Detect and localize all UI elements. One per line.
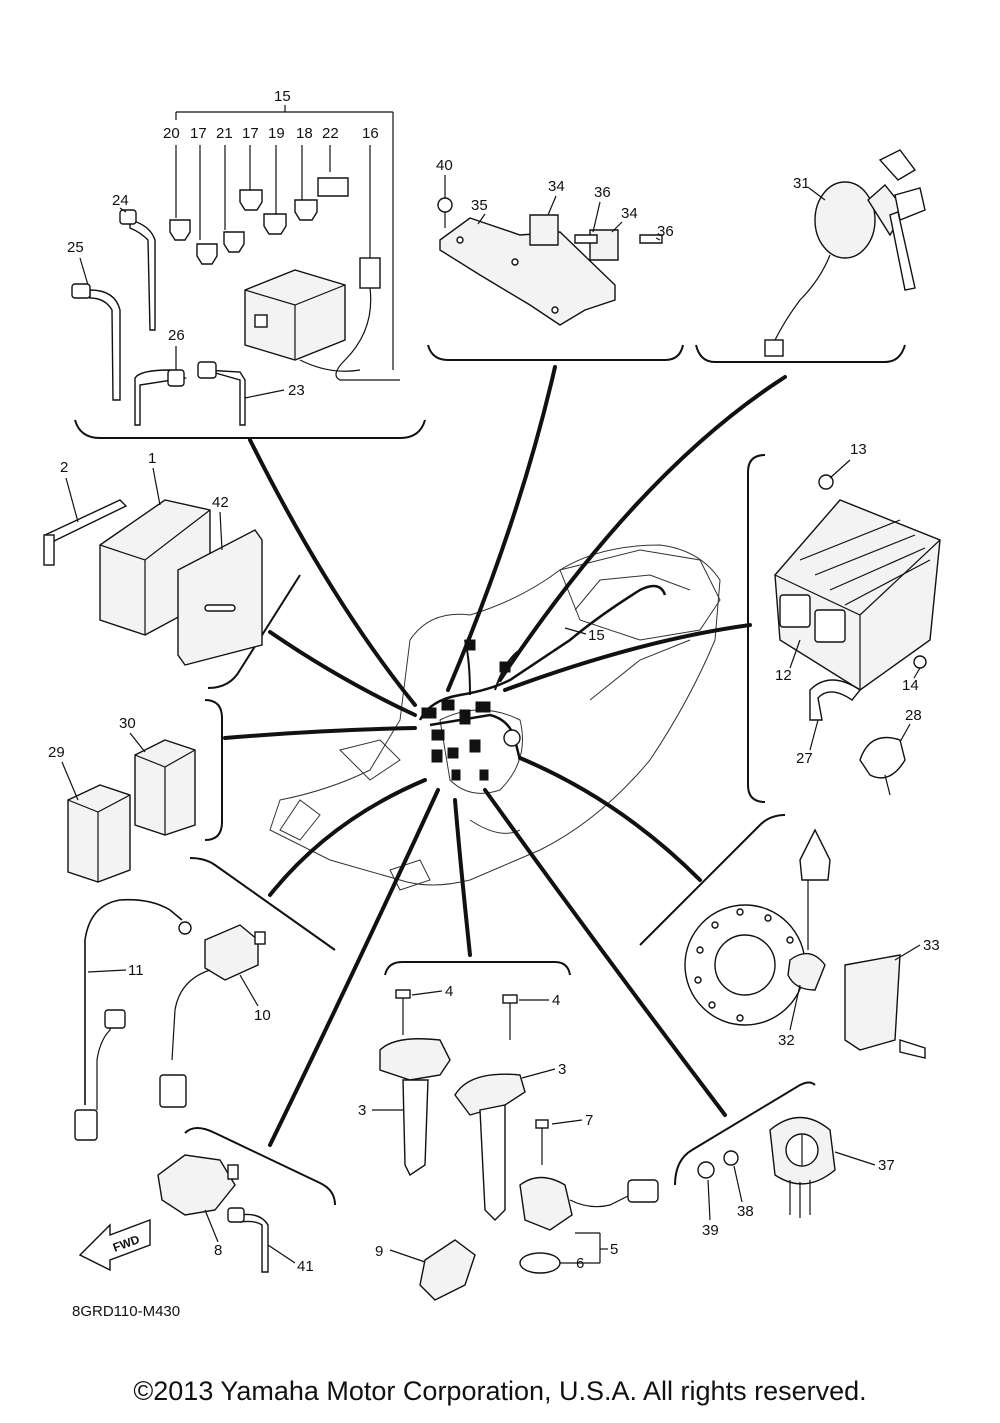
callout-9: 9 [375, 1243, 383, 1260]
callout-33: 33 [923, 937, 940, 954]
callout-12: 12 [775, 667, 792, 684]
callout-15: 15 [274, 88, 291, 105]
callout-39: 39 [702, 1222, 719, 1239]
relay-group: 29 30 [48, 699, 223, 883]
leader-lines [223, 365, 787, 1147]
callout-10: 10 [254, 1007, 271, 1024]
fuse-box-group: 15 20 17 21 17 19 18 22 16 24 [67, 88, 426, 439]
callout-26: 26 [168, 327, 185, 344]
callout-16: 16 [362, 125, 379, 142]
speed-sensor-group: 37 39 38 [674, 1081, 895, 1239]
sensor-group: 7 5 6 9 [375, 1112, 659, 1301]
callout-27: 27 [796, 750, 813, 767]
pickup-coil-group: 33 32 [639, 814, 940, 1059]
callout-8: 8 [214, 1242, 222, 1259]
pressure-switch-group: 8 41 FWD 8GRD110-M430 [72, 1127, 336, 1320]
callout-24: 24 [112, 192, 129, 209]
callout-34b: 34 [621, 205, 638, 222]
relay-bracket-group: 40 35 34 34 36 36 [427, 157, 684, 361]
callout-31: 31 [793, 175, 810, 192]
callout-14: 14 [902, 677, 919, 694]
callout-34a: 34 [548, 178, 565, 195]
callout-4a: 4 [445, 983, 453, 1000]
callout-3b: 3 [558, 1061, 566, 1078]
callout-3a: 3 [358, 1102, 366, 1119]
callout-41: 41 [297, 1258, 314, 1275]
sensor-lead-group: 11 10 [74, 857, 336, 1141]
callout-38: 38 [737, 1203, 754, 1220]
callout-19: 19 [268, 125, 285, 142]
callout-2: 2 [60, 459, 68, 476]
callout-7: 7 [585, 1112, 593, 1129]
callout-5: 5 [610, 1241, 618, 1258]
ecu-group: 1 2 42 [43, 450, 301, 689]
callout-13: 13 [850, 441, 867, 458]
callout-36b: 36 [657, 223, 674, 240]
callout-29: 29 [48, 744, 65, 761]
rectifier-regulator-group: 13 12 14 27 28 [747, 441, 941, 803]
callout-30: 30 [119, 715, 136, 732]
callout-37: 37 [878, 1157, 895, 1174]
main-wiring-harness: 15 [418, 584, 667, 781]
callout-17a: 17 [190, 125, 207, 142]
callout-22: 22 [322, 125, 339, 142]
callout-11: 11 [128, 962, 144, 979]
forward-direction-arrow [78, 1218, 151, 1272]
ignition-coil-group: 4 4 3 3 [358, 961, 571, 1221]
callout-28: 28 [905, 707, 922, 724]
callout-42: 42 [212, 494, 229, 511]
callout-4b: 4 [552, 992, 560, 1009]
callout-15-main: 15 [588, 627, 605, 644]
callout-17b: 17 [242, 125, 259, 142]
callout-20: 20 [163, 125, 180, 142]
callout-40: 40 [436, 157, 453, 174]
callout-25: 25 [67, 239, 84, 256]
callout-32: 32 [778, 1032, 795, 1049]
drawing-code: 8GRD110-M430 [72, 1303, 180, 1320]
callout-1: 1 [148, 450, 156, 467]
callout-36a: 36 [594, 184, 611, 201]
callout-23: 23 [288, 382, 305, 399]
callout-21: 21 [216, 125, 233, 142]
callout-35: 35 [471, 197, 488, 214]
callout-6: 6 [576, 1255, 584, 1272]
callout-18: 18 [296, 125, 313, 142]
main-switch-group: 31 [695, 149, 926, 363]
copyright-notice: ©2013 Yamaha Motor Corporation, U.S.A. A… [133, 1376, 867, 1406]
